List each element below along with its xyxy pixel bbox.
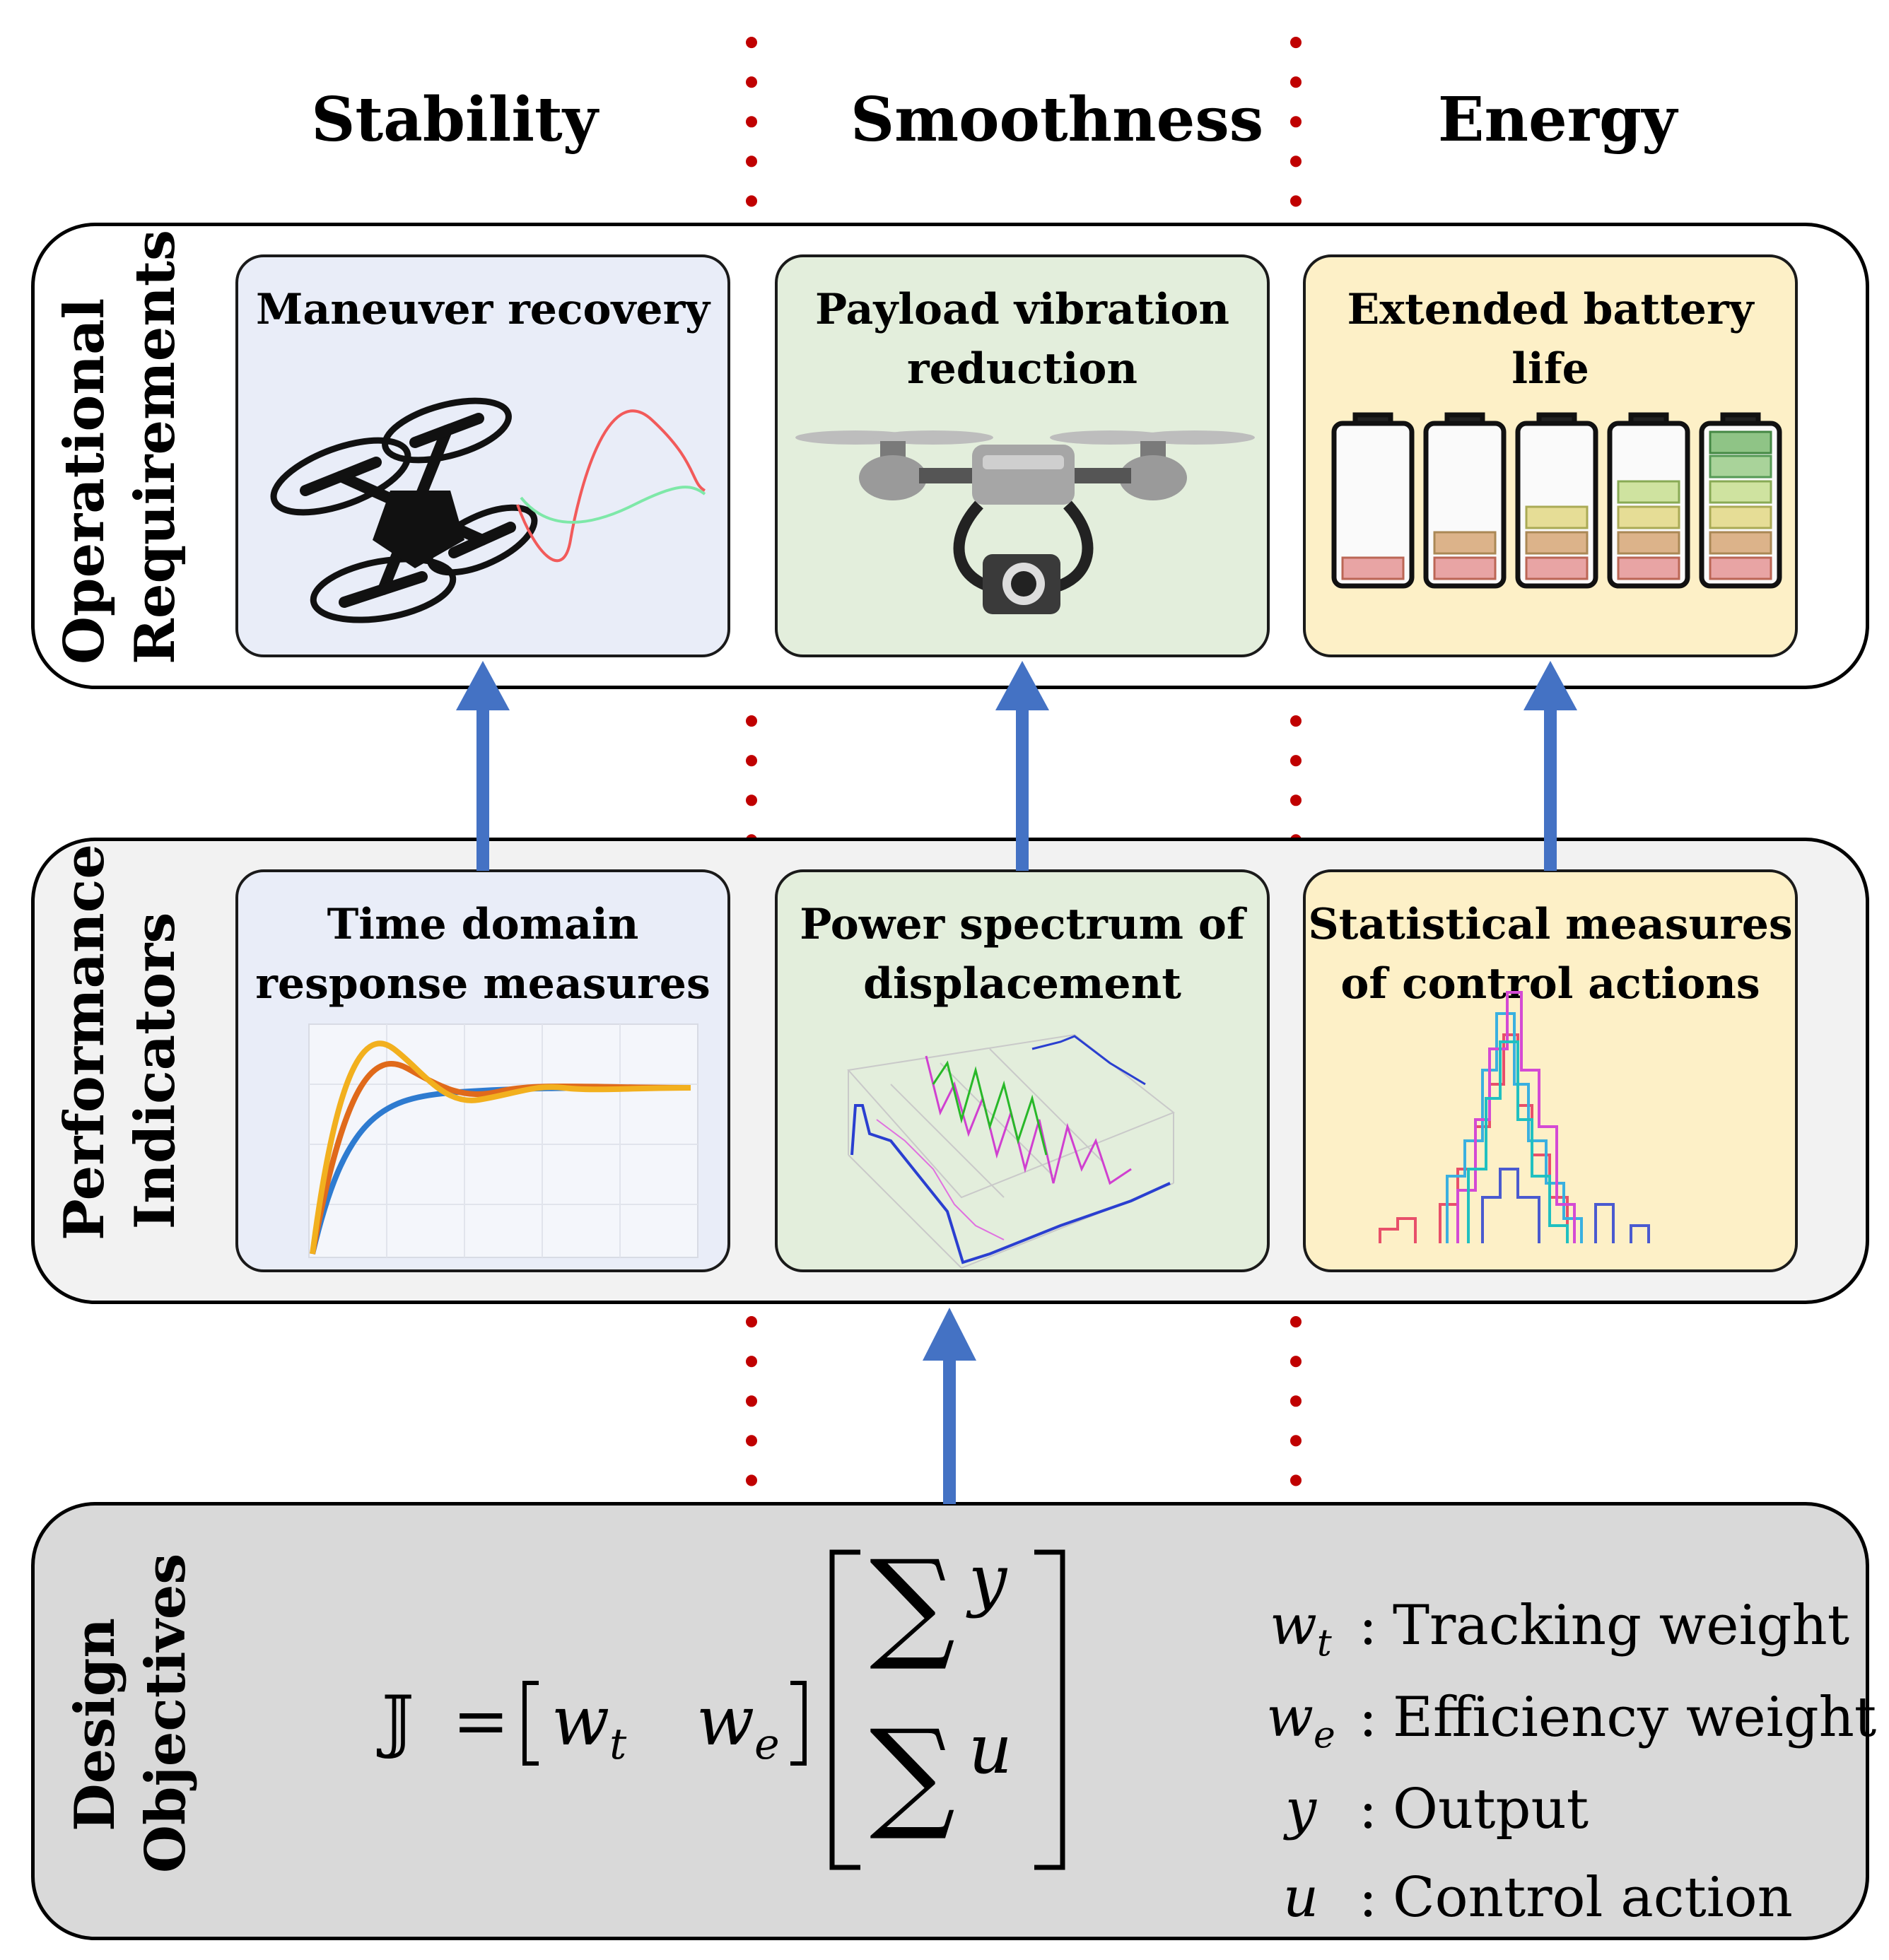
card-title: Time domain response measures <box>255 900 710 1009</box>
card-maneuver-recovery: Maneuver recovery <box>235 254 730 657</box>
formula-sum-y-symbol: ∑ <box>870 1534 956 1674</box>
formula-w-t: wt <box>551 1682 627 1770</box>
card-title: Payload vibration reduction <box>814 285 1230 394</box>
column-header-energy: Energy <box>1437 84 1678 155</box>
card-title: Power spectrum of displacement <box>800 900 1245 1009</box>
objective-formula: 𝕁 = wt we ∑ y ∑ u <box>382 1520 1089 1915</box>
card-title: Statistical measures of control actions <box>1308 900 1793 1009</box>
card-extended-battery-life: Extended battery life <box>1303 254 1798 657</box>
arrow-smoothness <box>995 661 1049 871</box>
card-power-spectrum: Power spectrum of displacement <box>775 869 1270 1272</box>
formula-sum-y: y <box>969 1540 1007 1619</box>
row-vector-bracket-right <box>790 1681 807 1766</box>
legend-row-output: y:Output <box>1285 1778 1589 1841</box>
legend-label: Output <box>1393 1778 1589 1841</box>
column-header-smoothness: Smoothness <box>850 84 1264 155</box>
card-statistical-measures: Statistical measures of control actions <box>1303 869 1798 1272</box>
column-vector-bracket-right <box>1034 1549 1065 1870</box>
card-title: Maneuver recovery <box>255 285 710 334</box>
row-vector-bracket-left <box>522 1681 539 1766</box>
legend-label: Tracking weight <box>1393 1594 1850 1657</box>
formula-sum-u: u <box>969 1710 1012 1789</box>
card-title: Extended battery life <box>1347 285 1754 394</box>
legend-label: Efficiency weight <box>1393 1686 1877 1749</box>
arrow-stability <box>456 661 510 871</box>
formula-equals: = <box>452 1682 510 1761</box>
legend-row-control-action: u:Control action <box>1282 1866 1793 1930</box>
column-header-stability: Stability <box>311 84 598 155</box>
card-payload-vibration-reduction: Payload vibration reduction <box>775 254 1270 657</box>
formula-w-e: we <box>696 1682 780 1770</box>
legend-row-efficiency: we:Efficiency weight <box>1266 1686 1877 1757</box>
battery-icons <box>1331 412 1782 589</box>
design-objectives-band <box>31 1502 1869 1940</box>
formula-lhs: 𝕁 <box>382 1682 414 1761</box>
spectrum-3d-plot-icon <box>847 1033 1175 1269</box>
histogram-icon <box>1379 991 1650 1243</box>
legend-label: Control action <box>1393 1866 1793 1930</box>
formula-sum-u-symbol: ∑ <box>870 1704 956 1844</box>
payload-drone-icon <box>795 430 1255 614</box>
column-vector-bracket-left <box>829 1549 860 1870</box>
card-time-domain-response: Time domain response measures <box>235 869 730 1272</box>
arrow-energy <box>1524 661 1577 871</box>
drone-icon <box>270 397 706 623</box>
legend-row-tracking: wt:Tracking weight <box>1270 1594 1850 1665</box>
arrow-design-to-performance <box>923 1308 976 1504</box>
step-response-chart-icon <box>308 1023 698 1258</box>
